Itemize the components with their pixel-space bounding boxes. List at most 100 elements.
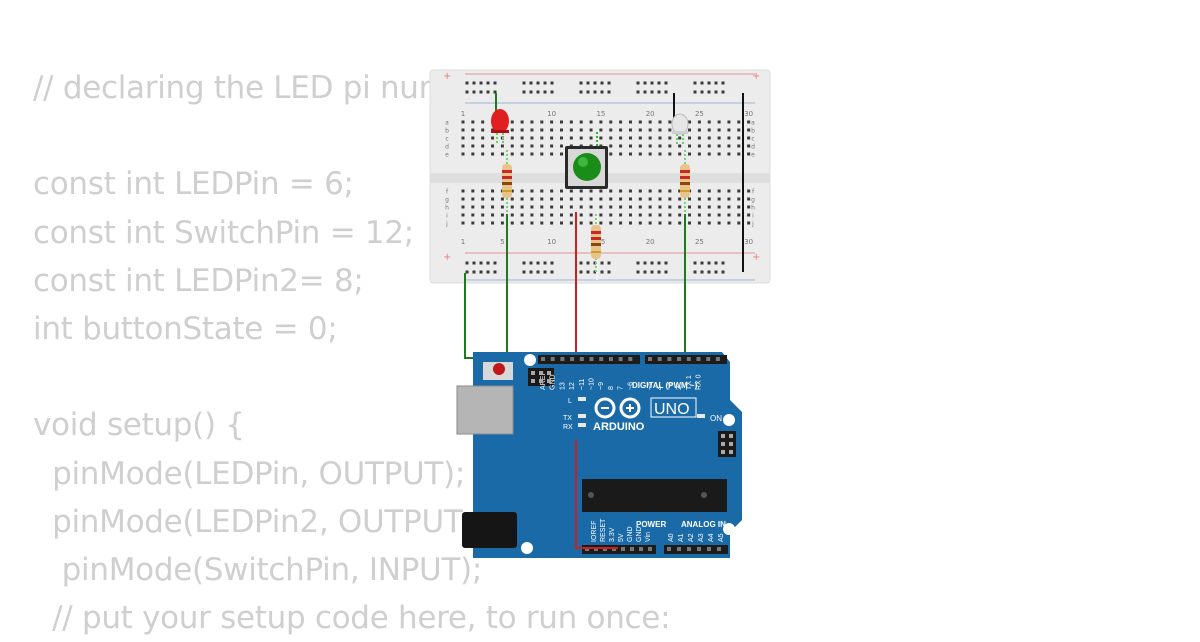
pin-label: GND: [550, 374, 557, 390]
wire-red-overlay: [575, 440, 618, 549]
row-letter-label: a: [445, 120, 449, 127]
mount-hole: [723, 523, 735, 535]
column-number-label: 25: [695, 110, 704, 118]
code-line: pinMode(SwitchPin, INPUT);: [33, 551, 483, 588]
pin-label: ~5: [647, 382, 654, 390]
l-led-label: L: [568, 398, 572, 405]
pin-label: ~11: [579, 379, 586, 390]
code-line: pinMode(LEDPin, OUTPUT);: [33, 455, 465, 492]
pin-label: TX 1: [686, 375, 693, 390]
row-letter-label: e: [445, 152, 449, 159]
header-holes: [531, 357, 733, 551]
row-letter-label: d: [445, 144, 449, 151]
pin-label: RX 0: [696, 374, 703, 390]
rail-plus-label: +: [752, 252, 760, 263]
pin-label: 5V: [618, 533, 625, 542]
row-letter-label: e: [751, 152, 755, 159]
pin-label: ~10: [589, 378, 596, 390]
row-letter-label: i: [752, 213, 754, 220]
row-letter-label: h: [445, 205, 449, 212]
rail-plus-label: +: [752, 71, 760, 82]
pin-label: A1: [678, 533, 685, 542]
row-letter-label: b: [445, 128, 449, 135]
rx-led-label: RX: [563, 424, 573, 431]
pin-label: A2: [688, 533, 695, 542]
pin-label: A0: [668, 533, 675, 542]
column-number-label: 10: [547, 238, 556, 246]
column-number-label: 25: [695, 238, 704, 246]
board-model-label: UNO: [654, 401, 690, 418]
row-letter-label: i: [446, 213, 448, 220]
pushbutton[interactable]: [565, 146, 608, 189]
column-number-label: 30: [744, 238, 753, 246]
usb-port: [456, 385, 514, 435]
row-letter-label: f: [752, 189, 755, 196]
analog-header: [664, 545, 728, 554]
code-line: pinMode(LEDPin2, OUTPUT: [33, 503, 463, 540]
pin-label: A4: [708, 533, 715, 542]
column-number-label: 20: [646, 110, 655, 118]
row-letter-label: j: [445, 221, 448, 228]
resistor-1[interactable]: [502, 150, 512, 214]
pin-label: Vin: [645, 532, 652, 542]
analog-section-label: ANALOG IN: [681, 520, 726, 529]
infinity-logo-icon: [594, 397, 641, 419]
pin-label: ~3: [666, 382, 673, 390]
pin-label: 12: [569, 382, 576, 390]
tx-led: [578, 414, 586, 418]
pin-label: ~9: [598, 382, 605, 390]
rx-led: [578, 423, 586, 427]
column-number-label: 15: [596, 110, 605, 118]
pin-label: 3.3V: [609, 527, 616, 542]
row-letter-label: j: [751, 221, 754, 228]
resistor-2[interactable]: [680, 150, 690, 214]
pin-label: 13: [559, 382, 566, 390]
wire-green-left: [464, 273, 508, 359]
pin-label: 7: [618, 386, 625, 390]
mount-hole: [524, 354, 536, 366]
icsp-header-right: [718, 431, 736, 457]
mount-hole: [521, 542, 533, 554]
code-line: const int SwitchPin = 12;: [33, 214, 414, 251]
pin-label: GND: [627, 526, 634, 542]
pin-label: ~6: [627, 382, 634, 390]
power-header: [582, 545, 656, 554]
rail-plus-label: +: [443, 252, 451, 263]
pin-label: RESET: [600, 518, 607, 542]
row-letter-label: a: [751, 120, 755, 127]
code-line: const int LEDPin = 6;: [33, 166, 354, 203]
reset-button[interactable]: [493, 363, 505, 375]
led-white[interactable]: [671, 113, 689, 145]
breadboard-labels: 115510101515202025253030aabbccddeeffgghh…: [445, 110, 755, 246]
pin-label: IOREF: [591, 521, 598, 542]
code-line: const int LEDPin2= 8;: [33, 262, 364, 299]
row-letter-label: b: [751, 128, 755, 135]
digital-header-right: [645, 355, 727, 364]
pin-label: AREF: [540, 371, 547, 390]
code-line: int buttonState = 0;: [33, 310, 338, 347]
row-letter-label: h: [751, 205, 755, 212]
arduino-uno-board: UNO ARDUINO DIGITAL (PWM ~) ON L TX RX P…: [456, 352, 742, 558]
column-number-label: 1: [461, 238, 465, 246]
row-letter-label: c: [751, 136, 754, 143]
tx-led-label: TX: [563, 415, 572, 422]
power-jack: [462, 512, 517, 548]
pin-label: A3: [698, 533, 705, 542]
digital-header-left: [538, 355, 640, 364]
row-letter-label: d: [751, 144, 755, 151]
row-letter-label: f: [446, 189, 449, 196]
code-line: void setup() {: [33, 407, 245, 444]
resistor-3[interactable]: [591, 214, 601, 272]
column-number-label: 30: [744, 110, 753, 118]
on-label: ON: [710, 414, 722, 423]
pin-label: 2: [676, 386, 683, 390]
l-led: [578, 397, 586, 401]
column-number-label: 5: [500, 238, 504, 246]
led-red[interactable]: [491, 109, 509, 144]
pin-label: GND: [636, 526, 643, 542]
power-section-label: POWER: [636, 520, 666, 529]
digital-pwm-label: DIGITAL (PWM ~): [632, 381, 698, 390]
